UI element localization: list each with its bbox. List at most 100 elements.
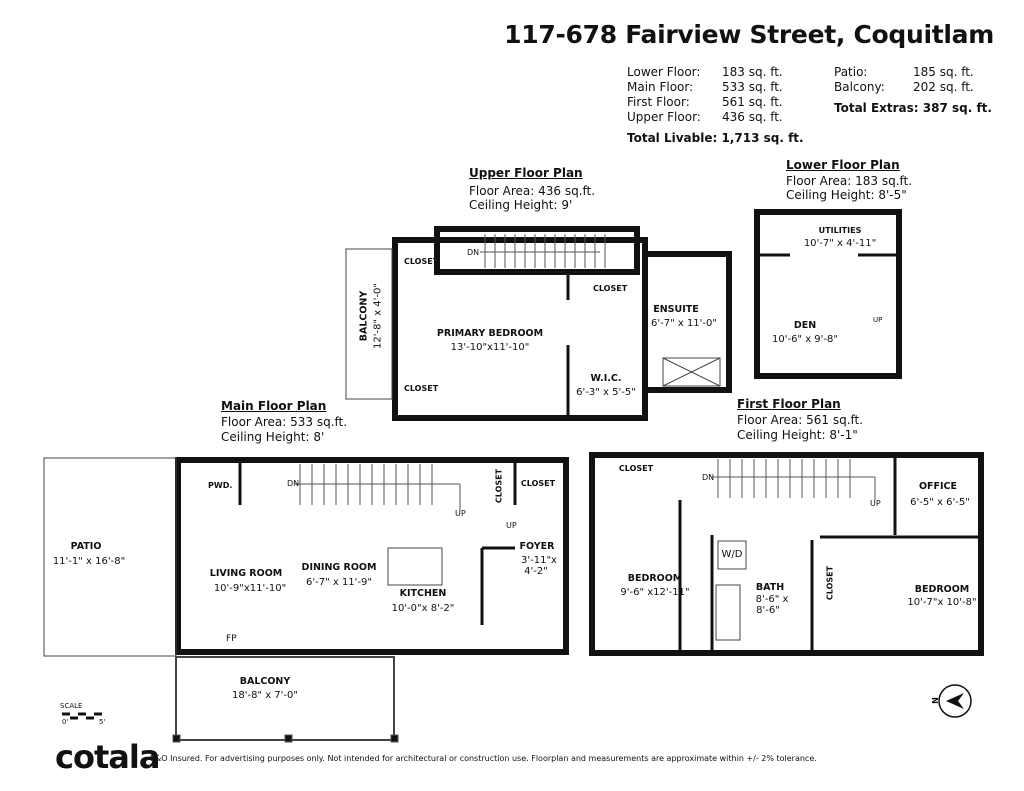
room-label-closet: CLOSET — [404, 257, 439, 266]
upper-stairs — [480, 234, 606, 268]
room-dims: 11'-1" x 16'-8" — [52, 556, 126, 567]
summary-value: 202 sq. ft. — [913, 80, 974, 94]
room-label-balcony: BALCONY — [358, 290, 370, 342]
lower-floor-walls — [754, 209, 902, 379]
washer-dryer-label: W/D — [721, 549, 743, 560]
summary-value: 185 sq. ft. — [913, 65, 974, 79]
cotala-logo: cotala — [55, 738, 160, 776]
total-extras: Total Extras: 387 sq. ft. — [834, 101, 992, 115]
room-dims: 18'-8" x 7'-0" — [231, 690, 299, 701]
lower-plan-heading: Lower Floor Plan — [786, 158, 900, 172]
summary-label: Patio: — [834, 65, 868, 79]
stairs-up-label: UP — [455, 509, 466, 518]
first-plan-ceiling: Ceiling Height: 8'-1" — [737, 428, 858, 442]
main-plan-heading: Main Floor Plan — [221, 399, 327, 413]
summary-label: First Floor: — [627, 95, 690, 109]
room-dims: 13'-10"x11'-10" — [450, 342, 530, 353]
room-dims: 8'-6" — [756, 605, 780, 616]
room-label-closet: CLOSET — [593, 284, 628, 293]
summary-label: Lower Floor: — [627, 65, 701, 79]
property-address-title: 117-678 Fairview Street, Coquitlam — [504, 20, 994, 49]
shower — [662, 357, 721, 387]
room-dims: 6'-5" x 6'-5" — [910, 497, 970, 508]
upper-stair-block — [434, 226, 640, 275]
room-dims: 4'-2" — [524, 566, 548, 577]
main-plan-ceiling: Ceiling Height: 8' — [221, 430, 325, 444]
summary-value: 183 sq. ft. — [722, 65, 783, 79]
first-plan-heading: First Floor Plan — [737, 397, 841, 411]
upper-balcony-outline — [345, 248, 393, 400]
main-plan-area: Floor Area: 533 sq.ft. — [221, 415, 348, 429]
room-dims: 10'-9"x11'-10" — [213, 583, 287, 594]
room-label-closet: CLOSET — [618, 464, 654, 473]
room-dims: 3'-11"x — [521, 555, 557, 566]
summary-value: 436 sq. ft. — [722, 110, 783, 124]
scale-max: 5' — [99, 718, 106, 726]
room-dims: 10'-7"x 10'-8" — [907, 597, 977, 608]
room-label-closet: CLOSET — [494, 468, 504, 504]
upper-plan-heading: Upper Floor Plan — [469, 166, 583, 180]
summary-label: Main Floor: — [627, 80, 694, 94]
summary-value: 533 sq. ft. — [722, 80, 783, 94]
lower-plan-area: Floor Area: 183 sq.ft. — [786, 174, 913, 188]
room-dims: 6'-7" x 11'-0" — [650, 318, 718, 329]
room-label-bedroom: BEDROOM — [627, 573, 683, 584]
room-label-ensuite: ENSUITE — [653, 304, 699, 315]
lower-plan-ceiling: Ceiling Height: 8'-5" — [786, 188, 907, 202]
room-dims: 10'-6" x 9'-8" — [771, 334, 839, 345]
fireplace-label: FP — [226, 634, 237, 644]
room-label-wic: W.I.C. — [590, 373, 622, 384]
room-label-living-room: LIVING ROOM — [209, 568, 283, 579]
room-label-foyer: FOYER — [519, 541, 555, 552]
room-dims: 10'-7" x 4'-11" — [803, 238, 877, 249]
room-dims: 12'-8" x 4'-0" — [372, 282, 384, 350]
room-label-bedroom: BEDROOM — [914, 584, 970, 595]
room-label-utilities: UTILITIES — [818, 226, 862, 235]
summary-value: 561 sq. ft. — [722, 95, 783, 109]
room-label-patio: PATIO — [70, 541, 102, 552]
patio-outline — [43, 457, 177, 657]
upper-plan-ceiling: Ceiling Height: 9' — [469, 198, 573, 212]
stairs-up-label: UP — [873, 316, 883, 324]
room-label-powder: PWD. — [208, 481, 233, 490]
room-label-closet: CLOSET — [825, 565, 835, 601]
room-label-kitchen: KITCHEN — [399, 588, 447, 599]
room-dims: 9'-6" x12'-11" — [620, 587, 690, 598]
main-stairs — [295, 464, 461, 510]
room-dims: 10'-0"x 8'-2" — [391, 603, 455, 614]
first-floor-walls — [589, 452, 984, 656]
room-label-closet: CLOSET — [520, 479, 556, 488]
summary-label: Upper Floor: — [627, 110, 701, 124]
room-dims: 8'-6" x — [755, 594, 789, 605]
stairs-dn-label: DN — [467, 248, 480, 257]
room-label-den: DEN — [793, 320, 817, 331]
compass-north-letter: N — [930, 697, 940, 704]
room-label-bath: BATH — [755, 582, 785, 593]
washer-dryer — [717, 540, 747, 570]
room-label-closet: CLOSET — [404, 384, 439, 393]
upper-plan-area: Floor Area: 436 sq.ft. — [469, 184, 596, 198]
kitchen-island — [387, 547, 443, 586]
compass-icon — [938, 684, 972, 718]
stairs-dn-label: DN — [287, 479, 300, 488]
room-dims: 6'-7" x 11'-9" — [305, 577, 373, 588]
first-plan-area: Floor Area: 561 sq.ft. — [737, 413, 864, 427]
scale-bar — [62, 712, 102, 720]
room-label-primary-bedroom: PRIMARY BEDROOM — [436, 328, 544, 339]
scale-min: 0' — [62, 718, 69, 726]
disclaimer: E&O Insured. For advertising purposes on… — [150, 754, 817, 763]
room-dims: 6'-3" x 5'-5" — [576, 387, 636, 398]
room-label-balcony: BALCONY — [239, 676, 291, 687]
stairs-up-label: UP — [870, 499, 881, 508]
first-stairs — [712, 459, 876, 500]
room-label-office: OFFICE — [918, 481, 958, 492]
bathtub — [715, 584, 741, 641]
main-floor-walls — [175, 457, 569, 655]
total-livable: Total Livable: 1,713 sq. ft. — [627, 131, 804, 145]
ensuite-walls — [642, 251, 732, 393]
summary-label: Balcony: — [834, 80, 885, 94]
stairs-up-label: UP — [506, 521, 517, 530]
room-label-dining-room: DINING ROOM — [301, 562, 377, 573]
stairs-dn-label: DN — [702, 473, 715, 482]
